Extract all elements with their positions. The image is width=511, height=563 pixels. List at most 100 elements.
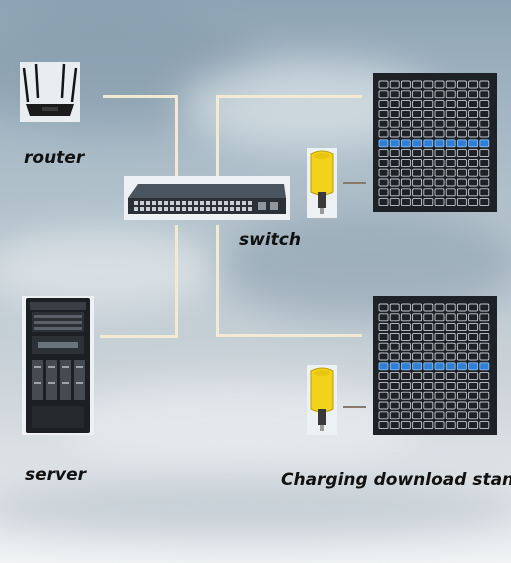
cabinet-slot — [456, 90, 467, 99]
cabinet-slot — [378, 168, 389, 177]
network-switch-icon — [124, 176, 290, 220]
cabinet-slot — [456, 342, 467, 351]
cabinet-slot — [423, 168, 434, 177]
cabinet-slot — [468, 303, 479, 312]
cabinet-slot — [468, 401, 479, 410]
cabinet-slot — [412, 342, 423, 351]
cabinet-slot — [434, 168, 445, 177]
cabinet-slot — [412, 352, 423, 361]
switch-label: switch — [239, 230, 301, 250]
cabinet-slot — [389, 158, 400, 167]
cabinet-slot — [400, 188, 411, 197]
cabinet-slot — [434, 158, 445, 167]
cabinet-slot — [479, 391, 490, 400]
cabinet-slot — [378, 411, 389, 420]
cabinet-slot — [378, 178, 389, 187]
cabinet-slot — [412, 158, 423, 167]
cabinet-slot — [456, 303, 467, 312]
cabinet-slot — [434, 362, 445, 371]
cabinet-slot — [434, 372, 445, 381]
cabinet-slot — [434, 188, 445, 197]
usb-cable-top — [343, 182, 366, 184]
cabinet-slot — [479, 332, 490, 341]
cabinet-slot — [412, 401, 423, 410]
cabinet-slot — [389, 342, 400, 351]
cabinet-slot — [445, 178, 456, 187]
cabinet-slot — [468, 313, 479, 322]
cabinet-slot — [456, 158, 467, 167]
usb-drive-bottom — [307, 365, 337, 435]
cabinet-slot — [400, 90, 411, 99]
cabinet-slot — [389, 332, 400, 341]
cabinet-slot — [445, 391, 456, 400]
cabinet-slot — [434, 342, 445, 351]
cabinet-slot — [378, 90, 389, 99]
link-router-switch-h — [103, 95, 178, 98]
cabinet-slot — [378, 109, 389, 118]
cabinet-slot — [445, 421, 456, 430]
cabinet-slot — [412, 391, 423, 400]
cabinet-slot — [389, 178, 400, 187]
cabinet-slot — [423, 342, 434, 351]
usb-drive-icon — [307, 148, 337, 218]
cabinet-slot — [400, 313, 411, 322]
cabinet-slot — [423, 411, 434, 420]
cabinet-slot — [400, 109, 411, 118]
cabinet-slot — [389, 411, 400, 420]
cabinet-slot — [479, 100, 490, 109]
cabinet-slot — [445, 352, 456, 361]
cabinet-slot — [456, 149, 467, 158]
cabinet-slot — [423, 158, 434, 167]
cabinet-slot — [445, 139, 456, 148]
cabinet-slot — [400, 158, 411, 167]
cabinet-slot — [479, 313, 490, 322]
server-device — [22, 296, 94, 435]
cabinet-slot — [445, 332, 456, 341]
cabinet-slot — [434, 323, 445, 332]
cabinet-slot — [423, 362, 434, 371]
cabinet-slot — [389, 100, 400, 109]
cabinet-slot — [378, 323, 389, 332]
cabinet-slot — [468, 352, 479, 361]
cabinet-slot — [423, 332, 434, 341]
cabinet-slot — [468, 139, 479, 148]
cabinet-slot — [434, 198, 445, 207]
cabinet-slot — [389, 352, 400, 361]
cabinet-slot — [456, 421, 467, 430]
cabinet-slot — [423, 149, 434, 158]
cabinet-slot — [479, 119, 490, 128]
cabinet-slot — [456, 362, 467, 371]
cabinet-slot — [400, 323, 411, 332]
cabinet-slot — [412, 381, 423, 390]
cabinet-slot — [434, 391, 445, 400]
cabinet-slot — [400, 352, 411, 361]
cabinet-slot — [400, 401, 411, 410]
switch-device — [124, 176, 290, 220]
cabinet-slot — [412, 362, 423, 371]
cabinet-slot — [400, 178, 411, 187]
link-switch-cabinet2-v — [216, 225, 219, 337]
charging-cabinet-top — [373, 73, 497, 212]
cabinet-slot — [479, 178, 490, 187]
cabinet-slot — [434, 80, 445, 89]
cabinet-slot — [423, 80, 434, 89]
cabinet-slot — [400, 372, 411, 381]
cabinet-slot — [479, 129, 490, 138]
cabinet-slot — [423, 109, 434, 118]
tower-server-icon — [22, 296, 94, 435]
cabinet-slot — [468, 332, 479, 341]
cabinet-slot — [389, 391, 400, 400]
cabinet-slot — [479, 80, 490, 89]
cabinet-slot — [378, 129, 389, 138]
usb-cable-bottom — [343, 406, 366, 408]
cabinet-slot — [456, 352, 467, 361]
link-switch-cabinet1-h — [216, 95, 362, 98]
cabinet-slot — [445, 342, 456, 351]
cabinet-slot — [468, 188, 479, 197]
cabinet-slot — [479, 421, 490, 430]
cabinet-slot — [445, 80, 456, 89]
cabinet-slot — [445, 149, 456, 158]
cabinet-slot — [423, 90, 434, 99]
cabinet-slot — [445, 323, 456, 332]
cabinet-slot — [456, 80, 467, 89]
